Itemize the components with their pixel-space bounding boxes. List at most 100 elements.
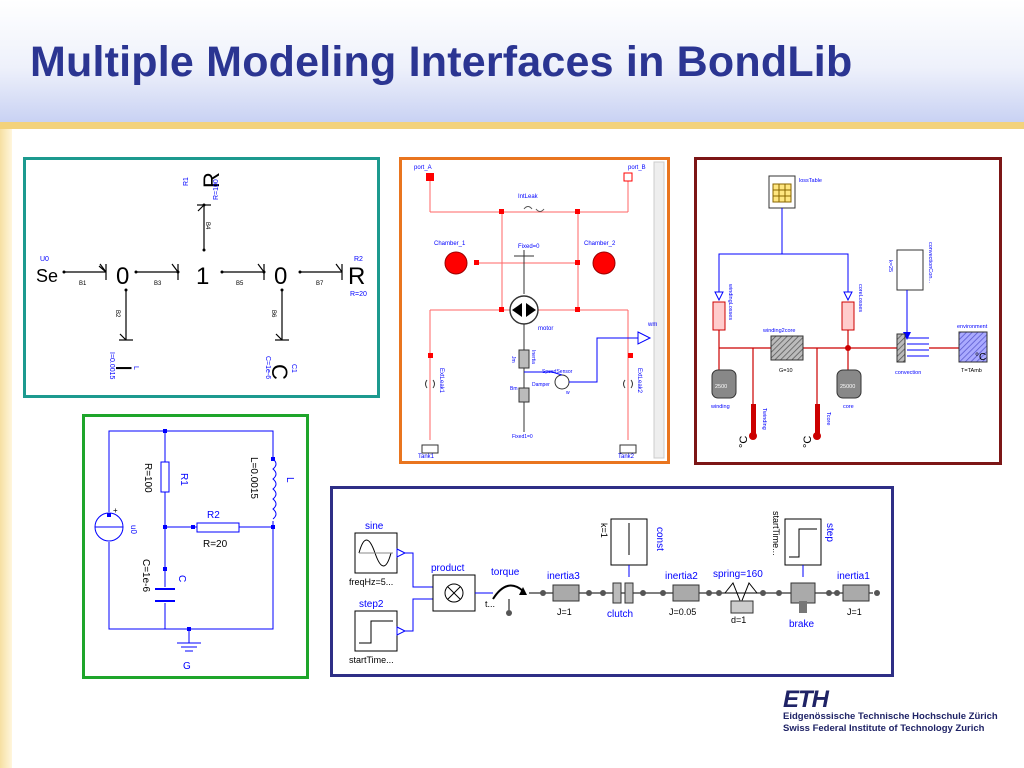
spring-label: spring=160: [713, 569, 763, 580]
bond-graph-panel: Se 0 1 0 R R I C U0 R1 R=100 R2 R=20 I=0…: [23, 157, 380, 398]
capacitor-2500-label: 2500: [715, 384, 727, 390]
g10-label: G=10: [779, 368, 793, 374]
eth-logo: ETH: [783, 686, 829, 713]
r1-param: R=100: [213, 179, 220, 200]
mechanical-diagram: sine step2 product torque inertia3 clutc…: [349, 511, 880, 665]
bond-b5: B5: [236, 281, 244, 287]
hydraulic-diagram: port_A port_B IntLeak Chamber_1 Chamber_…: [414, 161, 665, 460]
freqhz-param: freqHz=5...: [349, 577, 393, 587]
product-label: product: [431, 563, 465, 574]
one-junction: 1: [196, 263, 209, 290]
r2-param: R=20: [203, 539, 228, 550]
r1-param: R=100: [142, 463, 153, 493]
thermal-panel: lossTable k=25 convectionCon... windingL…: [694, 157, 1002, 465]
convectioncon-label: convectionCon...: [927, 242, 933, 283]
chamber1-label: Chamber_1: [434, 241, 466, 247]
wm-label: wm: [647, 322, 657, 328]
jm-label: Jm: [510, 356, 516, 363]
c-name: C: [176, 575, 187, 582]
step2-starttime-param: startTime...: [349, 655, 394, 665]
r1-element: R: [199, 172, 224, 188]
bond-b6: B6: [270, 310, 276, 318]
inertia3-j-param: J=1: [557, 607, 572, 617]
torque-param: t...: [485, 599, 495, 609]
r1-name: R1: [178, 473, 189, 486]
u0-name: u0: [129, 525, 138, 534]
source-plus: +: [113, 506, 118, 515]
capacitor-25000-label: 25000: [840, 384, 855, 390]
eth-line-english: Swiss Federal Institute of Technology Zu…: [783, 723, 985, 734]
tcore-label: Tcore: [825, 412, 831, 425]
r2-param: R=20: [350, 291, 367, 298]
clutch-label: clutch: [607, 609, 633, 620]
fixed1-label: Fixed1=0: [512, 434, 533, 440]
left-decorative-stripe: [0, 129, 12, 768]
damper-label: Damper: [532, 382, 550, 388]
tank2-label: Tank2: [618, 454, 635, 460]
zero-junction-2: 0: [274, 263, 287, 290]
inertia2-j-param: J=0.05: [669, 607, 696, 617]
r2-element: R: [348, 263, 365, 290]
const-label: const: [654, 527, 665, 551]
winding-label: winding: [710, 404, 730, 410]
bond-b3: B3: [154, 281, 162, 287]
slide-title: Multiple Modeling Interfaces in BondLib: [30, 38, 853, 86]
bm-label: Bm: [510, 386, 518, 392]
step-starttime-param: startTime...: [771, 511, 781, 556]
bond-b7: B7: [316, 281, 324, 287]
r1-name: R1: [183, 177, 190, 186]
c-param: C=1e-6: [264, 356, 271, 379]
sine-label: sine: [365, 521, 384, 532]
corelosses-label: coreLosses: [857, 284, 863, 312]
inertia-label: Inertia: [530, 350, 536, 364]
fixed0-label: Fixed=0: [518, 244, 540, 250]
ground-name: G: [183, 661, 191, 672]
inertia2-label: inertia2: [665, 571, 698, 582]
speedsensor-label: SpeedSensor: [542, 369, 573, 375]
extleak2-label: ExtLeak2: [636, 368, 642, 394]
core-label: core: [843, 404, 854, 410]
motor-label: motor: [538, 326, 553, 332]
u0-label: U0: [40, 256, 49, 263]
c-element: C: [267, 364, 292, 380]
hydraulic-panel: port_A port_B IntLeak Chamber_1 Chamber_…: [399, 157, 670, 464]
step-label: step: [824, 523, 835, 542]
inertia3-label: inertia3: [547, 571, 580, 582]
twinding-unit: °C: [738, 436, 750, 448]
step2-label: step2: [359, 599, 384, 610]
se-element: Se: [36, 266, 58, 286]
mechanical-panel: sine step2 product torque inertia3 clutc…: [330, 486, 894, 677]
circuit-diagram: + R1 L R2 u0 C G R=100 L=0.0015 R=20 C=1…: [94, 429, 295, 672]
w-label: w: [566, 390, 570, 396]
l-name: L: [284, 477, 295, 483]
c-name: C1: [290, 364, 297, 373]
torque-label: torque: [491, 567, 520, 578]
title-banner: Multiple Modeling Interfaces in BondLib: [0, 0, 1024, 122]
tank1-label: Tank1: [418, 454, 435, 460]
convection-label: convection: [895, 370, 921, 376]
bond-b4: B4: [204, 222, 210, 230]
bond-b2: B2: [114, 310, 120, 318]
intleak-label: IntLeak: [518, 194, 539, 200]
const-k-param: k=1: [599, 523, 609, 538]
thermal-diagram: lossTable k=25 convectionCon... windingL…: [710, 175, 988, 448]
bond-b1: B1: [79, 281, 87, 287]
eth-line-german: Eidgenössische Technische Hochschule Zür…: [783, 711, 998, 722]
twinding-label: Twinding: [761, 408, 767, 430]
bond-graph-diagram: Se 0 1 0 R R I C U0 R1 R=100 R2 R=20 I=0…: [36, 172, 367, 380]
k25-label: k=25: [887, 260, 893, 272]
port-a-label: port_A: [414, 165, 432, 171]
tamb-label: T=TAmb: [961, 368, 982, 374]
losstable-label: lossTable: [799, 178, 822, 184]
environment-unit: °C: [975, 352, 986, 363]
windinglosses-label: windingLosses: [727, 283, 733, 320]
port-b-label: port_B: [628, 165, 646, 171]
extleak1-label: ExtLeak1: [438, 368, 444, 394]
brake-label: brake: [789, 619, 814, 630]
i-param: I=0.0015: [108, 352, 115, 380]
environment-label: environment: [957, 324, 988, 330]
tcore-unit: °C: [802, 436, 814, 448]
i-name: L: [132, 366, 139, 370]
c-param: C=1e-6: [140, 559, 151, 593]
spring-d-param: d=1: [731, 615, 746, 625]
